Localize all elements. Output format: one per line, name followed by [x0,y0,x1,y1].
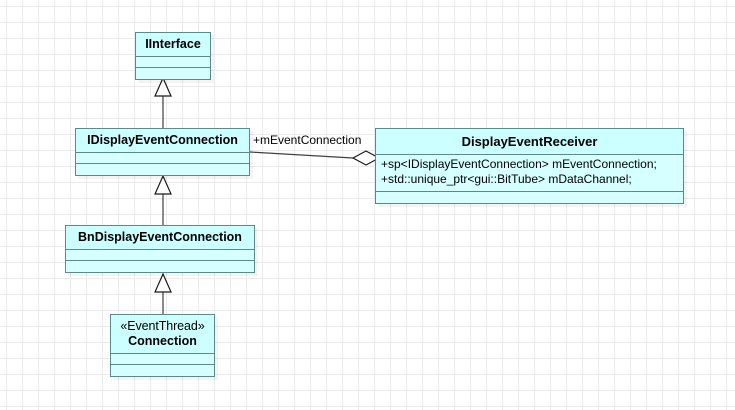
class-box-bndisplayeventconnection[interactable]: BnDisplayEventConnection [65,225,255,273]
class-box-displayeventreceiver[interactable]: DisplayEventReceiver +sp<IDisplayEventCo… [375,128,684,204]
class-box-iinterface[interactable]: IInterface [135,32,211,80]
class-box-connection[interactable]: «EventThread» Connection [110,314,215,377]
class-attributes-compartment-connection [111,353,214,365]
class-box-idisplayeventconnection[interactable]: IDisplayEventConnection [75,128,250,176]
class-title-text: IInterface [145,37,201,51]
class-name-connection: «EventThread» Connection [111,315,214,354]
class-attribute-row: +sp<IDisplayEventConnection> mEventConne… [381,157,657,172]
class-operations-compartment-connection [111,364,214,376]
class-attribute-row: +std::unique_ptr<gui::BitTube> mDataChan… [381,172,632,187]
class-attributes-compartment-bndisplayeventconnection [66,249,254,261]
class-name-bndisplayeventconnection: BnDisplayEventConnection [66,226,254,250]
class-title-text: IDisplayEventConnection [87,133,238,147]
class-name-iinterface: IInterface [136,33,210,57]
class-attributes-compartment-displayeventreceiver: +sp<IDisplayEventConnection> mEventConne… [376,155,683,192]
class-operations-compartment-idisplayeventconnection [76,163,249,175]
class-title-text: Connection [128,333,197,348]
class-operations-compartment-displayeventreceiver [376,191,683,203]
class-operations-compartment-iinterface [136,67,210,79]
aggregation-receiver-to-idisplay [249,150,381,166]
class-operations-compartment-bndisplayeventconnection [66,260,254,272]
class-title-text: BnDisplayEventConnection [78,230,242,244]
generalization-idisplay-to-iinterface [154,76,172,128]
class-name-displayeventreceiver: DisplayEventReceiver [376,129,683,156]
generalization-connection-to-bndisplay [154,272,172,314]
association-label-mevent-connection: +mEventConnection [253,133,362,147]
class-attributes-compartment-idisplayeventconnection [76,152,249,164]
class-name-idisplayeventconnection: IDisplayEventConnection [76,129,249,153]
class-stereotype-text: «EventThread» [120,319,205,333]
generalization-bndisplay-to-idisplay [154,174,172,225]
class-title-text: DisplayEventReceiver [461,134,598,149]
class-attributes-compartment-iinterface [136,56,210,68]
